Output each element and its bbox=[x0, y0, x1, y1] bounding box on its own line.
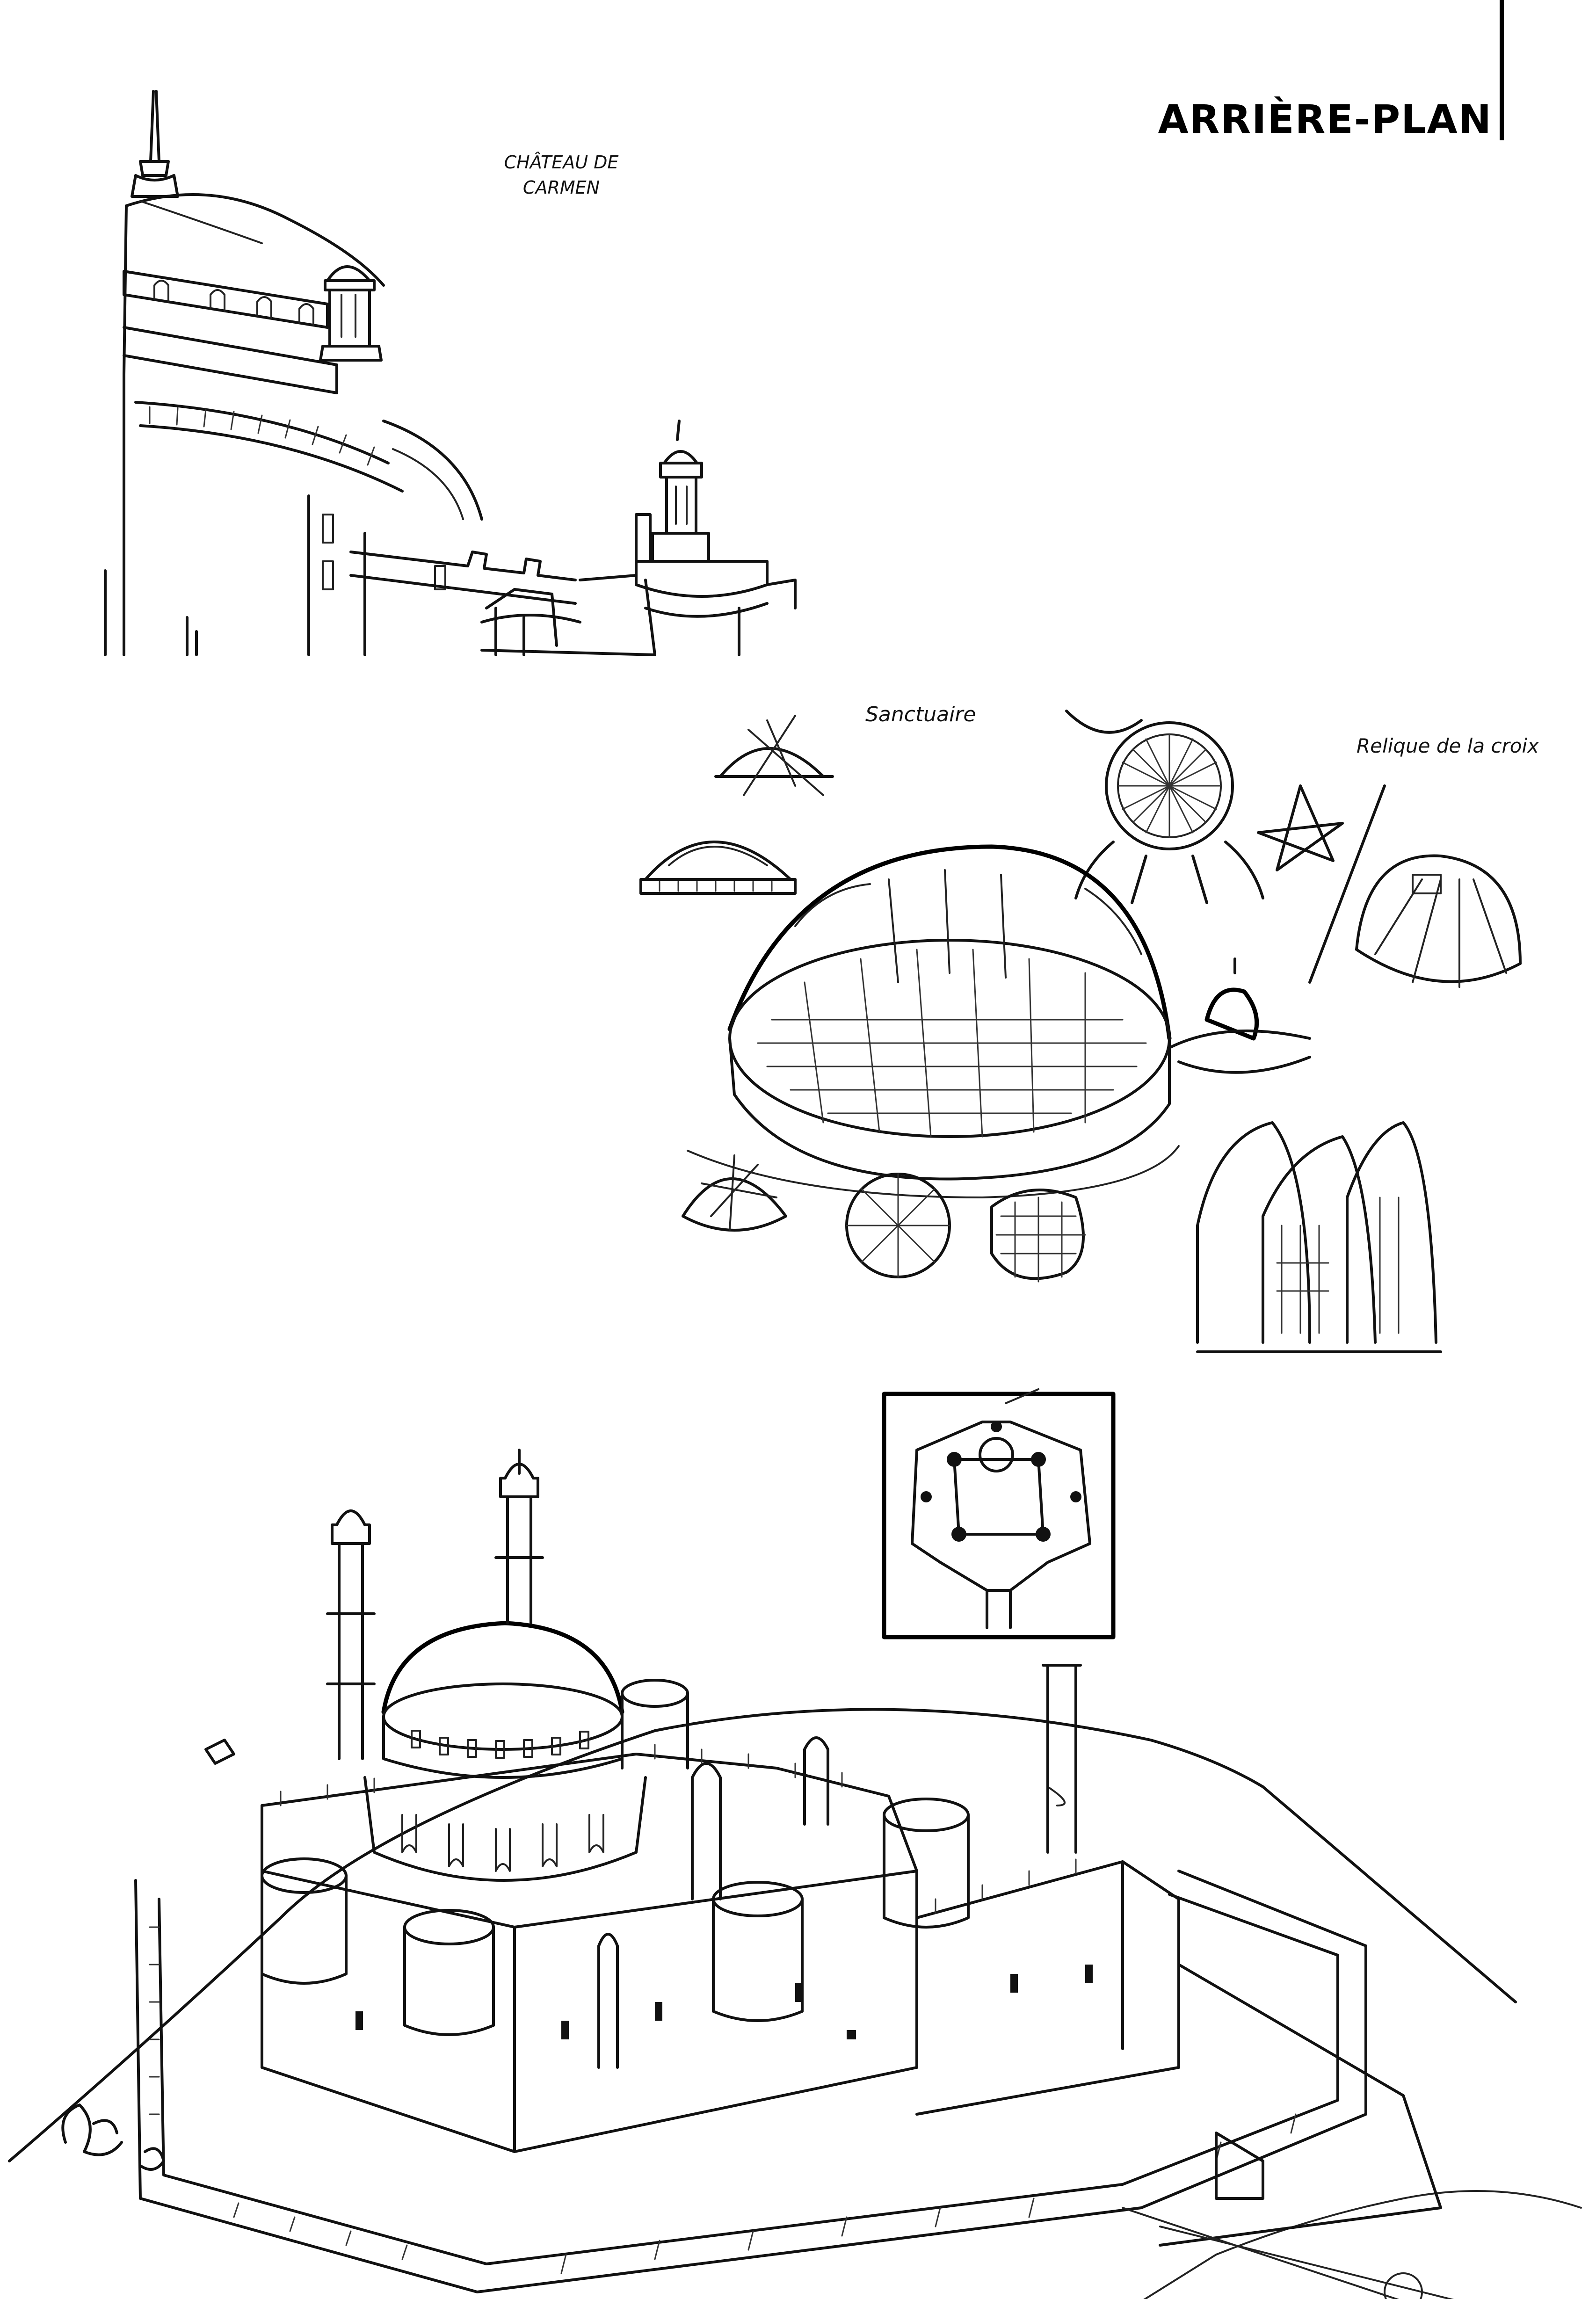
caption-castle-line2: CARMEN bbox=[522, 177, 600, 198]
sanctuary-dome-studies bbox=[639, 710, 1522, 1353]
caption-sanctuary: Sanctuaire bbox=[865, 703, 976, 726]
caption-castle-line1: CHÂTEAU DE bbox=[504, 152, 619, 173]
fortress-aerial-sketch bbox=[8, 1449, 1582, 2299]
castle-facade-sketch bbox=[104, 90, 797, 656]
page-title: ARRIÈRE-PLAN bbox=[1158, 96, 1492, 142]
caption-relic: Relique de la croix bbox=[1357, 734, 1539, 757]
floor-plan-sketch bbox=[882, 1388, 1116, 1639]
caption-castle: CHÂTEAU DE CARMEN bbox=[472, 150, 650, 200]
artist-signature bbox=[61, 2103, 165, 2171]
header-rule bbox=[1500, 0, 1504, 140]
